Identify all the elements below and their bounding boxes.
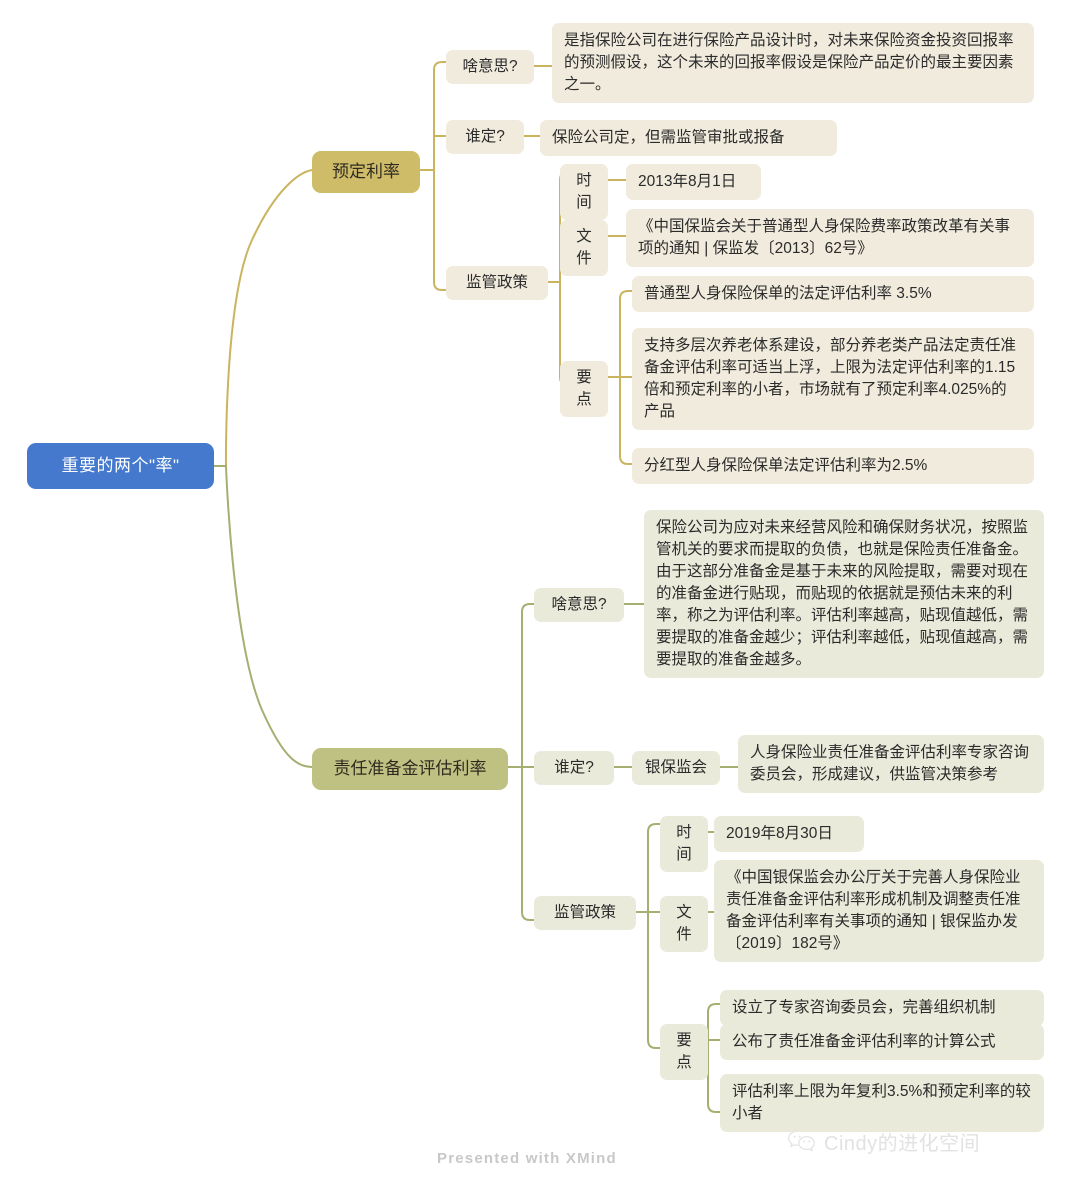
- topic-label-shijian-olive[interactable]: 时间: [660, 816, 708, 872]
- leaf-yaodian-1-gold[interactable]: 普通型人身保险保单的法定评估利率 3.5%: [632, 276, 1034, 312]
- leaf-sheiding-answer-olive[interactable]: 人身保险业责任准备金评估利率专家咨询委员会，形成建议，供监管决策参考: [738, 735, 1044, 793]
- leaf-shijian-value-gold[interactable]: 2013年8月1日: [626, 164, 761, 200]
- topic-label-shayisi-olive[interactable]: 啥意思?: [534, 588, 624, 622]
- leaf-yaodian-2-gold[interactable]: 支持多层次养老体系建设，部分养老类产品法定责任准备金评估利率可适当上浮，上限为法…: [632, 328, 1034, 430]
- leaf-yaodian-3-gold[interactable]: 分红型人身保险保单法定评估利率为2.5%: [632, 448, 1034, 484]
- topic-label-wenjian-gold[interactable]: 文件: [560, 220, 608, 276]
- branch-node-zeren-zhunbeijin[interactable]: 责任准备金评估利率: [312, 748, 508, 791]
- leaf-wenjian-value-gold[interactable]: 《中国保监会关于普通型人身保险费率政策改革有关事项的通知 | 保监发〔2013〕…: [626, 209, 1034, 267]
- leaf-wenjian-value-olive[interactable]: 《中国银保监会办公厅关于完善人身保险业责任准备金评估利率形成机制及调整责任准备金…: [714, 860, 1044, 962]
- topic-label-yaodian-olive[interactable]: 要点: [660, 1024, 708, 1080]
- wechat-account-name: Cindy的进化空间: [824, 1133, 981, 1155]
- topic-label-jianguan-zhengce-gold[interactable]: 监管政策: [446, 266, 548, 300]
- topic-label-shayisi-gold[interactable]: 啥意思?: [446, 50, 534, 84]
- wechat-badge: Cindy的进化空间: [787, 1127, 980, 1156]
- xmind-watermark: Presented with XMind: [437, 1150, 617, 1167]
- leaf-yaodian-2-olive[interactable]: 公布了责任准备金评估利率的计算公式: [720, 1024, 1044, 1060]
- topic-label-jianguan-zhengce-olive[interactable]: 监管政策: [534, 896, 636, 930]
- topic-label-sheiding-olive[interactable]: 谁定?: [534, 751, 614, 785]
- topic-label-yaodian-gold[interactable]: 要点: [560, 361, 608, 417]
- topic-label-shijian-gold[interactable]: 时间: [560, 164, 608, 220]
- wechat-icon: [787, 1130, 815, 1152]
- leaf-yaodian-3-olive[interactable]: 评估利率上限为年复利3.5%和预定利率的较小者: [720, 1074, 1044, 1132]
- leaf-yaodian-1-olive[interactable]: 设立了专家咨询委员会，完善组织机制: [720, 990, 1044, 1026]
- leaf-shayisi-definition-olive[interactable]: 保险公司为应对未来经营风险和确保财务状况，按照监管机关的要求而提取的负债，也就是…: [644, 510, 1044, 678]
- branch-node-yuding-lilv[interactable]: 预定利率: [312, 151, 420, 194]
- leaf-shayisi-definition-gold[interactable]: 是指保险公司在进行保险产品设计时，对未来保险资金投资回报率的预测假设，这个未来的…: [552, 23, 1034, 103]
- topic-label-yinbaojianhui[interactable]: 银保监会: [632, 751, 720, 785]
- topic-label-wenjian-olive[interactable]: 文件: [660, 896, 708, 952]
- root-node[interactable]: 重要的两个"率": [27, 443, 214, 490]
- leaf-shijian-value-olive[interactable]: 2019年8月30日: [714, 816, 864, 852]
- topic-label-sheiding-gold[interactable]: 谁定?: [446, 120, 524, 154]
- leaf-sheiding-answer-gold[interactable]: 保险公司定，但需监管审批或报备: [540, 120, 837, 156]
